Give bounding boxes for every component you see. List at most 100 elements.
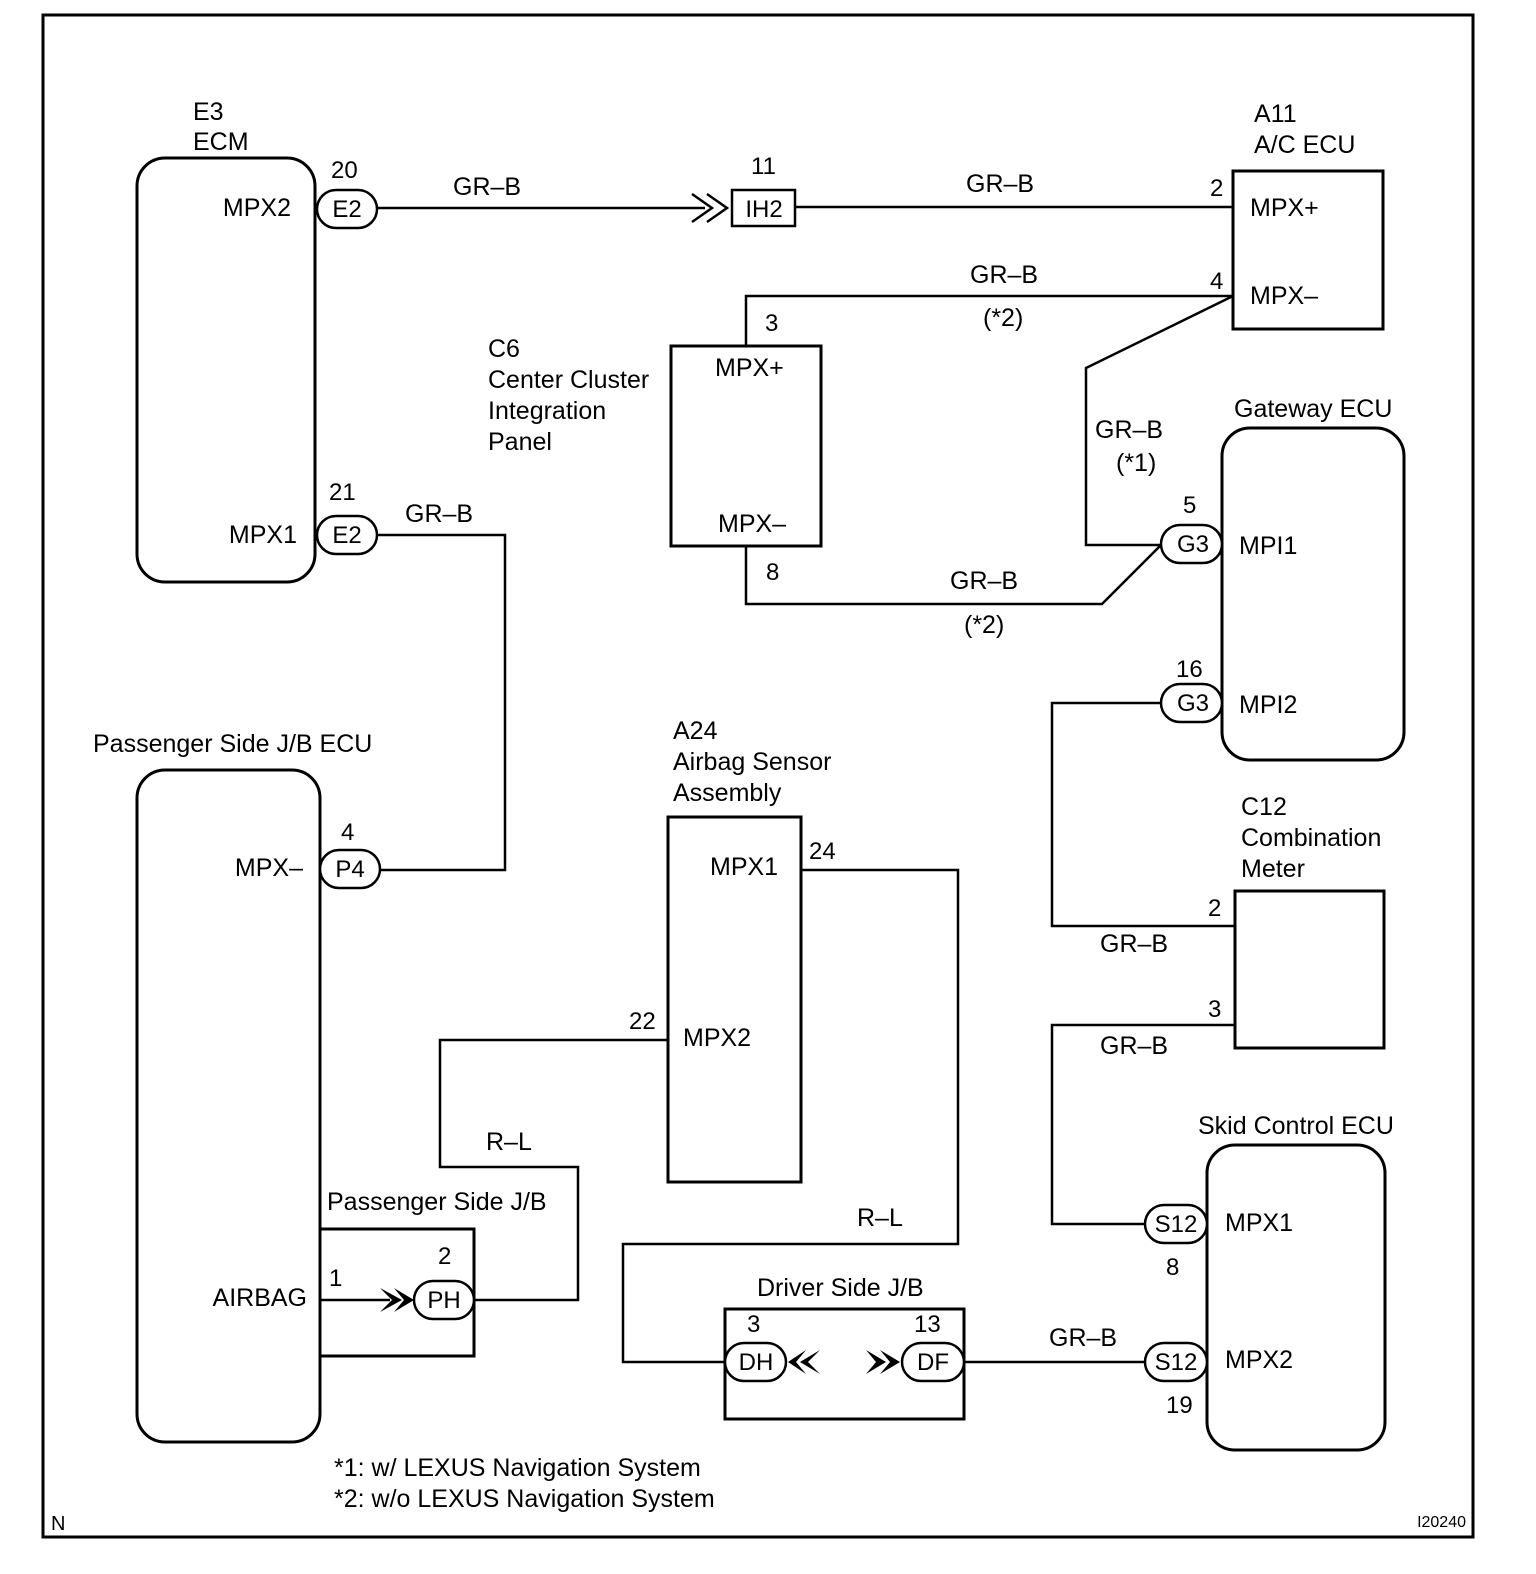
connector-s12-bottom-label: S12 — [1155, 1349, 1198, 1376]
cc-terminal-mpx-plus: MPX+ — [715, 354, 784, 382]
pin-df: 13 — [914, 1311, 941, 1338]
wire-label-w8: GR–B — [1100, 1032, 1168, 1060]
connector-s12-bottom — [1143, 1341, 1209, 1383]
airbag-terminal-mpx1: MPX1 — [710, 853, 778, 881]
connector-e2-bottom — [315, 514, 379, 556]
passenger-jb-ecu-name: Passenger Side J/B ECU — [93, 730, 372, 758]
ac-ecu-name: A/C ECU — [1254, 131, 1355, 159]
passenger-jb-box — [320, 1227, 476, 1358]
pin-pjb-mpx: 4 — [341, 819, 354, 846]
wire-cc-gateway — [744, 544, 1162, 606]
arrow-df — [866, 1350, 886, 1374]
ecm-terminal-mpx1: MPX1 — [229, 521, 297, 549]
passenger-jb-name: Passenger Side J/B — [327, 1188, 547, 1216]
wire-label-w9: R–L — [486, 1128, 532, 1156]
arrow-ph-2 — [394, 1288, 414, 1312]
pjb-terminal-airbag: AIRBAG — [213, 1284, 307, 1312]
center-cluster-box — [669, 344, 823, 548]
airbag-sensor-name-line1: Airbag Sensor — [673, 748, 831, 776]
pin-ab-mpx1: 24 — [809, 838, 836, 865]
pin-cm-2: 2 — [1208, 895, 1221, 922]
ac-terminal-mpx-minus: MPX– — [1250, 282, 1318, 310]
component-labels: E3 ECM MPX2 MPX1 A11 A/C ECU MPX+ MPX– C… — [93, 98, 1394, 1374]
note-2: *2: w/o LEXUS Navigation System — [334, 1485, 715, 1513]
airbag-terminal-mpx2: MPX2 — [683, 1024, 751, 1052]
pin-ecm-mpx1: 21 — [329, 479, 356, 506]
combination-meter-name-line1: Combination — [1241, 824, 1381, 852]
ac-terminal-mpx-plus: MPX+ — [1250, 194, 1319, 222]
pin-ac-mpx-plus: 2 — [1210, 175, 1223, 202]
note-1: *1: w/ LEXUS Navigation System — [334, 1454, 701, 1482]
wire-labels: GR–B GR–B GR–B (*2) GR–B (*1) GR–B (*2) … — [405, 170, 1168, 1352]
pin-ph: 2 — [438, 1243, 451, 1270]
pin-sk-mpx2: 19 — [1166, 1392, 1193, 1419]
wire-note-w3: (*2) — [983, 304, 1023, 332]
pin-ab-mpx2: 22 — [629, 1008, 656, 1035]
ecm-code: E3 — [193, 98, 224, 126]
wire-arrow-male — [691, 192, 715, 224]
arrow-df-2 — [880, 1350, 900, 1374]
combination-meter-name-line2: Meter — [1241, 855, 1305, 883]
passenger-jb-ecu-box — [135, 768, 322, 1444]
connector-g3-bottom-label: G3 — [1177, 690, 1209, 717]
gateway-terminal-mpi2: MPI2 — [1239, 691, 1297, 719]
connector-g3-top-label: G3 — [1177, 531, 1209, 558]
connector-df — [900, 1341, 966, 1383]
center-cluster-name-line1: Center Cluster — [488, 366, 649, 394]
wire-arrow-female — [706, 192, 730, 224]
pin-ih2: 11 — [751, 153, 776, 180]
connector-p4 — [318, 848, 382, 890]
skid-control-ecu-box — [1205, 1143, 1387, 1452]
arrow-dh-2 — [788, 1350, 806, 1374]
pin-cc-mpx-plus: 3 — [765, 310, 778, 337]
connector-ph — [412, 1279, 476, 1321]
connector-dh — [723, 1341, 788, 1383]
wire-label-w2: GR–B — [966, 170, 1034, 198]
wire-label-w3: GR–B — [970, 261, 1038, 289]
connector-ph-label: PH — [427, 1287, 460, 1314]
wire-note-w4: (*1) — [1116, 449, 1156, 477]
connector-ih2-label: IH2 — [745, 196, 782, 223]
skid-terminal-mpx1: MPX1 — [1225, 1209, 1293, 1237]
ac-ecu-box — [1231, 169, 1385, 331]
connector-g3-bottom — [1159, 682, 1224, 724]
wire-label-w11: GR–B — [1049, 1324, 1117, 1352]
pin-gw-mpi2: 16 — [1176, 656, 1203, 683]
connector-e2-top — [315, 188, 379, 230]
airbag-sensor-box — [666, 815, 803, 1184]
gateway-terminal-mpi1: MPI1 — [1239, 532, 1297, 560]
wire-meter-skid — [1050, 1023, 1235, 1226]
pin-cm-3: 3 — [1208, 996, 1221, 1023]
gateway-ecu-name: Gateway ECU — [1234, 395, 1392, 423]
cc-terminal-mpx-minus: MPX– — [718, 510, 786, 538]
ac-ecu-code: A11 — [1254, 100, 1297, 128]
wire-note-w5: (*2) — [964, 611, 1004, 639]
connector-p4-label: P4 — [335, 856, 364, 883]
connector-s12-top-label: S12 — [1155, 1211, 1198, 1238]
arrow-dh — [800, 1350, 820, 1374]
wire-ac-gateway — [1084, 294, 1234, 547]
combination-meter-box — [1233, 889, 1386, 1050]
wire-airbag-dh — [621, 868, 960, 1364]
wire-label-w1: GR–B — [453, 173, 521, 201]
wire-label-w5: GR–B — [950, 567, 1018, 595]
wire-label-w4: GR–B — [1095, 416, 1163, 444]
pjb-terminal-mpx-minus: MPX– — [235, 854, 303, 882]
connector-dh-label: DH — [739, 1349, 774, 1376]
center-cluster-name-line2: Integration — [488, 397, 606, 425]
wires — [320, 192, 1235, 1364]
connector-df-label: DF — [917, 1349, 949, 1376]
ecm-name: ECM — [193, 128, 249, 156]
pin-pjb-airbag: 1 — [329, 1265, 342, 1292]
center-cluster-name-line3: Panel — [488, 428, 552, 456]
wire-airbag-ph — [438, 1038, 668, 1302]
connector-ih2 — [730, 188, 797, 228]
pin-ac-mpx-minus: 4 — [1210, 268, 1223, 295]
pin-cc-mpx-minus: 8 — [766, 559, 779, 586]
diagram-frame — [41, 13, 1475, 1539]
combination-meter-code: C12 — [1241, 793, 1287, 821]
ecm-box — [135, 156, 317, 584]
pin-sk-mpx1: 8 — [1166, 1254, 1179, 1281]
connector-e2-top-label: E2 — [332, 196, 361, 223]
